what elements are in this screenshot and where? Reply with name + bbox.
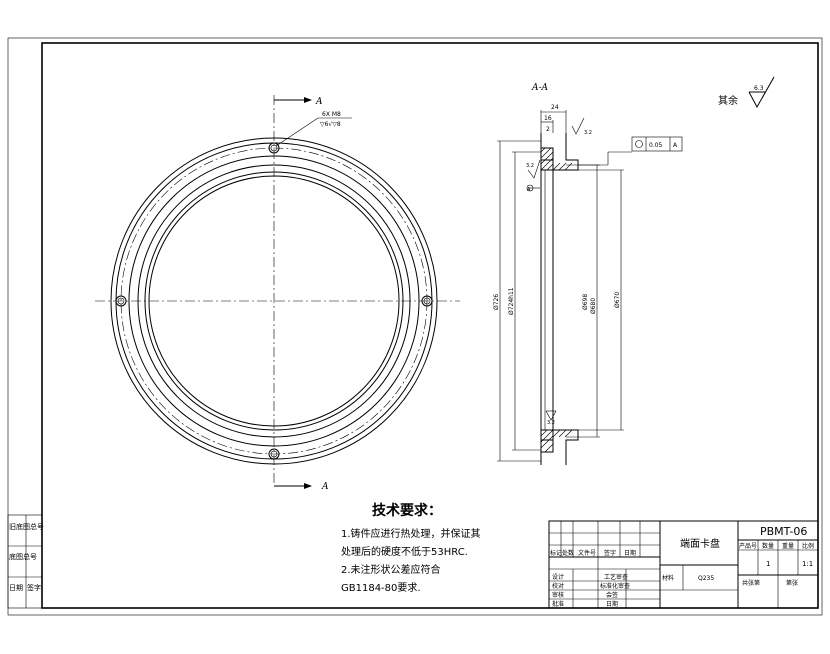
tech-req-line3: 2.未注形状公差应符合 [341, 563, 441, 576]
datum-symbol: A [526, 184, 540, 193]
bolt-hole-left [115, 295, 127, 307]
material-value: Q235 [698, 575, 714, 582]
rev-header-2: 处数 [562, 549, 574, 557]
part-name: 端面卡盘 [680, 537, 720, 550]
section-mark-bottom: A [274, 482, 329, 492]
finish-mark-3: 3.2 [545, 410, 557, 426]
dim-dia-5: Ø670 [614, 292, 621, 308]
role2-countersign: 会签 [606, 591, 618, 599]
rest-value: 6.3 [754, 85, 764, 92]
left-label-column: 旧底图总号 底图总号 日期 签字 [7, 514, 44, 609]
tech-req-title: 技术要求： [372, 502, 442, 519]
outer-border [7, 37, 823, 616]
role-check: 校对 [552, 582, 564, 590]
hole-callout-1: 6X M8 [322, 111, 341, 118]
tech-req-line4: GB1184-80要求. [341, 582, 421, 594]
datum-symbol-letter: A [527, 187, 531, 193]
scale-value: 1:1 [802, 560, 813, 568]
finish-mark-1: 3.2 [571, 117, 592, 136]
dim-dia-4: Ø680 [590, 298, 597, 314]
header-scale: 比例 [802, 542, 814, 550]
hole-leader [275, 117, 319, 147]
finish-mark-3-value: 3.2 [547, 420, 555, 426]
drawing-number: PBMT-06 [760, 525, 807, 538]
header-weight: 重量 [782, 542, 794, 550]
tech-req-line1: 1.铸件应进行热处理，并保证其 [341, 527, 481, 540]
role-review: 审核 [552, 591, 564, 599]
role2-date: 日期 [606, 600, 618, 608]
left-label-4: 签字 [27, 583, 41, 592]
rev-header-5: 日期 [624, 549, 636, 557]
role2-process: 工艺审查 [604, 573, 628, 581]
section-view: A-A [493, 83, 683, 465]
tolerance-value: 0.05 [649, 142, 663, 149]
dim-dia-3: Ø698 [582, 294, 589, 310]
role2-standard: 标准化审查 [600, 582, 630, 590]
title-block: 标记 处数 文件号 签字 日期 设计 校对 审核 批准 工艺审查 标准化审查 会… [548, 520, 819, 609]
section-bottom-profile [540, 429, 579, 465]
sheet-label: 第张 [786, 579, 798, 587]
inner-bore-circle [144, 171, 404, 431]
dim-dia-1: Ø726 [493, 294, 500, 310]
outer-ring-circle [110, 137, 438, 465]
technical-requirements: 技术要求： 1.铸件应进行热处理，并保证其 处理后的硬度不低于53HRC. 2.… [341, 502, 481, 594]
section-letter-top: A [315, 97, 323, 107]
inner-frame [41, 42, 819, 609]
material-label: 材料 [662, 574, 674, 582]
finish-mark-2-value: 3.2 [526, 163, 534, 169]
bolt-hole-right [421, 295, 433, 307]
tolerance-frame: 0.05 A [578, 136, 683, 166]
rev-header-3: 文件号 [578, 549, 596, 557]
inner-bore-circle-2 [148, 175, 400, 427]
bolt-hole-top [268, 142, 280, 154]
dim-width-inner-label: 16 [544, 115, 552, 122]
ring-circle-4 [137, 164, 411, 438]
section-letter-bottom: A [321, 482, 329, 492]
rev-header-1: 标记 [550, 549, 562, 557]
tech-req-line2: 处理后的硬度不低于53HRC. [341, 545, 468, 558]
sheet-total: 共张第 [742, 579, 760, 587]
left-label-2: 底图总号 [9, 552, 37, 561]
qty-value: 1 [766, 560, 770, 568]
left-label-1: 旧底图总号 [9, 522, 44, 531]
role-approve: 批准 [552, 600, 564, 608]
header-product: 产品号 [739, 542, 757, 550]
dim-width-total-label: 24 [551, 104, 559, 111]
bolt-hole-bottom [268, 448, 280, 460]
section-top-profile [540, 133, 579, 171]
left-label-3: 日期 [9, 584, 23, 592]
dim-dia-2: Ø724h11 [508, 287, 515, 315]
hole-callout-2: ▽6√▽8 [320, 121, 341, 128]
rest-finish: 其余 6.3 [718, 76, 775, 109]
finish-mark-1-value: 3.2 [584, 130, 592, 136]
bolt-circle [120, 147, 428, 455]
dim-small-step-label: 2 [546, 126, 550, 133]
finish-mark-2: 3.2 [526, 159, 541, 179]
role-design: 设计 [552, 573, 564, 581]
section-mark-top: A [274, 97, 323, 107]
rest-label: 其余 [718, 94, 738, 107]
front-view: A A 6X M8 ▽6√▽8 [95, 95, 460, 492]
rev-header-4: 签字 [604, 549, 616, 557]
section-label: A-A [531, 83, 549, 93]
ring-circle-3 [128, 155, 420, 447]
tolerance-datum: A [673, 142, 678, 149]
header-qty: 数量 [762, 542, 774, 550]
